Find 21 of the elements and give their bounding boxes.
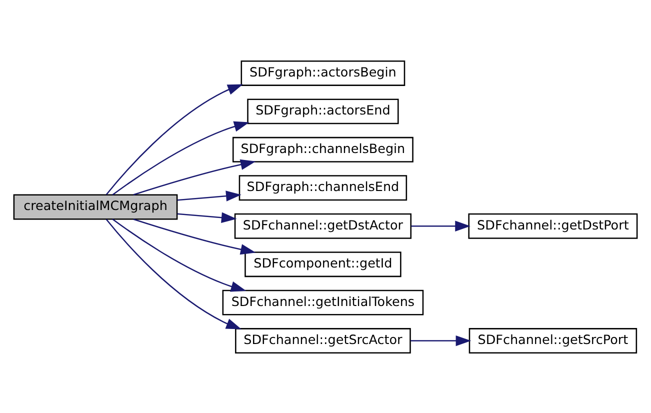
arrow [133, 218, 256, 254]
node-box: SDFcomponent::getId [244, 251, 402, 277]
node-box: SDFchannel::getDstPort [468, 212, 638, 238]
arrow [112, 120, 250, 195]
node-box: SDFgraph::actorsBegin [240, 60, 406, 86]
arrow [133, 158, 256, 195]
arrow [411, 220, 470, 231]
arrow [410, 334, 472, 346]
arrow [177, 190, 242, 201]
arrow [177, 212, 237, 222]
arrow [106, 84, 243, 194]
arrow [106, 218, 242, 329]
node-box: createInitialMCMgraph [13, 194, 178, 220]
node-box: SDFchannel::getSrcActor [235, 328, 411, 354]
node-box: SDFchannel::getInitialTokens [222, 289, 424, 315]
node-box: SDFgraph::channelsBegin [232, 136, 414, 162]
node-box: SDFgraph::channelsEnd [238, 174, 408, 200]
node-box: SDFchannel::getDstActor [234, 212, 412, 238]
node-box: SDFgraph::actorsEnd [247, 98, 399, 124]
node-box: SDFchannel::getSrcPort [468, 328, 638, 354]
arrow [112, 218, 246, 292]
